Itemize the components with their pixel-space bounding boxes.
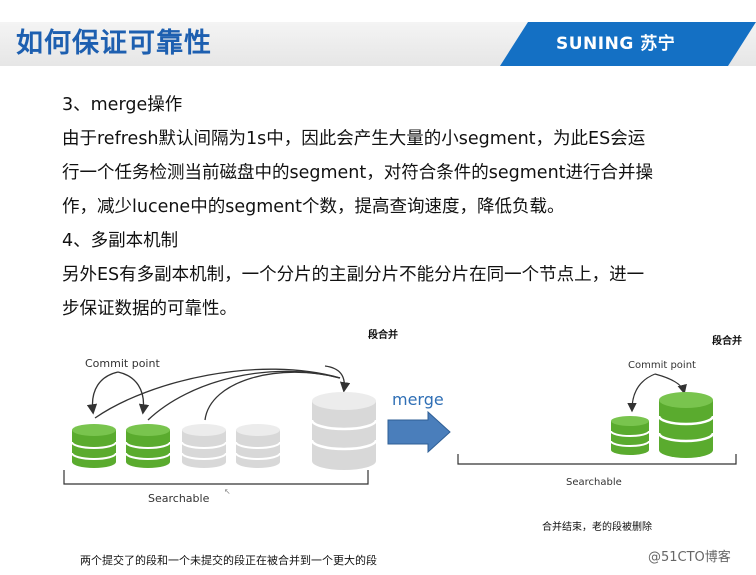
text-line: 行一个任务检测当前磁盘中的segment，对符合条件的segment进行合并操 xyxy=(62,163,654,183)
text-line: 3、merge操作 xyxy=(62,95,183,115)
watermark: @51CTO博客 xyxy=(648,550,731,565)
segment-merging-large xyxy=(310,392,378,470)
text-line: 由于refresh默认间隔为1s中，因此会产生大量的小segment，为此ES会… xyxy=(62,129,646,149)
commit-point-label-left: Commit point xyxy=(85,357,160,370)
left-caption: 两个提交了的段和一个未提交的段正在被合并到一个更大的段 xyxy=(80,553,377,567)
merge-arrow xyxy=(387,410,451,454)
text-line: 4、多副本机制 xyxy=(62,231,179,251)
segment-uncommitted-2 xyxy=(235,424,281,468)
segment-merged-large xyxy=(657,392,715,458)
commit-arrow-right-1 xyxy=(627,373,656,413)
text-line: 另外ES有多副本机制，一个分片的主副分片不能分片在同一个节点上，进一 xyxy=(62,265,645,285)
body-text: 3、merge操作 由于refresh默认间隔为1s中，因此会产生大量的小seg… xyxy=(62,88,712,326)
brand-logo: SUNING 苏宁 xyxy=(556,34,676,54)
text-line: 作，减少lucene中的segment个数，提高查询速度，降低负载。 xyxy=(62,197,565,217)
commit-point-label-right: Commit point xyxy=(628,360,696,371)
merge-line xyxy=(94,368,341,419)
cursor-mark: ↖ xyxy=(224,487,231,496)
commit-arrow-right xyxy=(117,371,150,415)
left-diagram-title: 段合并 xyxy=(368,328,398,341)
segment-committed-2 xyxy=(125,424,171,468)
segment-committed-remaining xyxy=(610,416,650,455)
commit-arrow-right-2 xyxy=(654,373,687,395)
searchable-bracket-left xyxy=(63,470,369,485)
merge-label: merge xyxy=(392,390,444,409)
commit-arrow-left xyxy=(86,371,119,415)
text-line: 步保证数据的可靠性。 xyxy=(62,299,237,319)
brand-band xyxy=(500,22,756,66)
right-caption: 合并结束，老的段被删除 xyxy=(542,520,652,533)
searchable-bracket-right xyxy=(457,454,737,465)
segment-committed-1 xyxy=(71,424,117,468)
searchable-label-right: Searchable xyxy=(566,477,622,488)
page-title: 如何保证可靠性 xyxy=(16,28,212,59)
merge-arrow-head xyxy=(324,365,351,393)
segment-merge-diagram: 段合并 段合并 Commit point xyxy=(63,328,742,567)
searchable-label-left: Searchable xyxy=(148,492,210,505)
merge-line xyxy=(204,371,341,421)
segment-uncommitted-1 xyxy=(181,424,227,468)
right-diagram-title: 段合并 xyxy=(712,334,742,347)
merge-line xyxy=(147,370,341,421)
